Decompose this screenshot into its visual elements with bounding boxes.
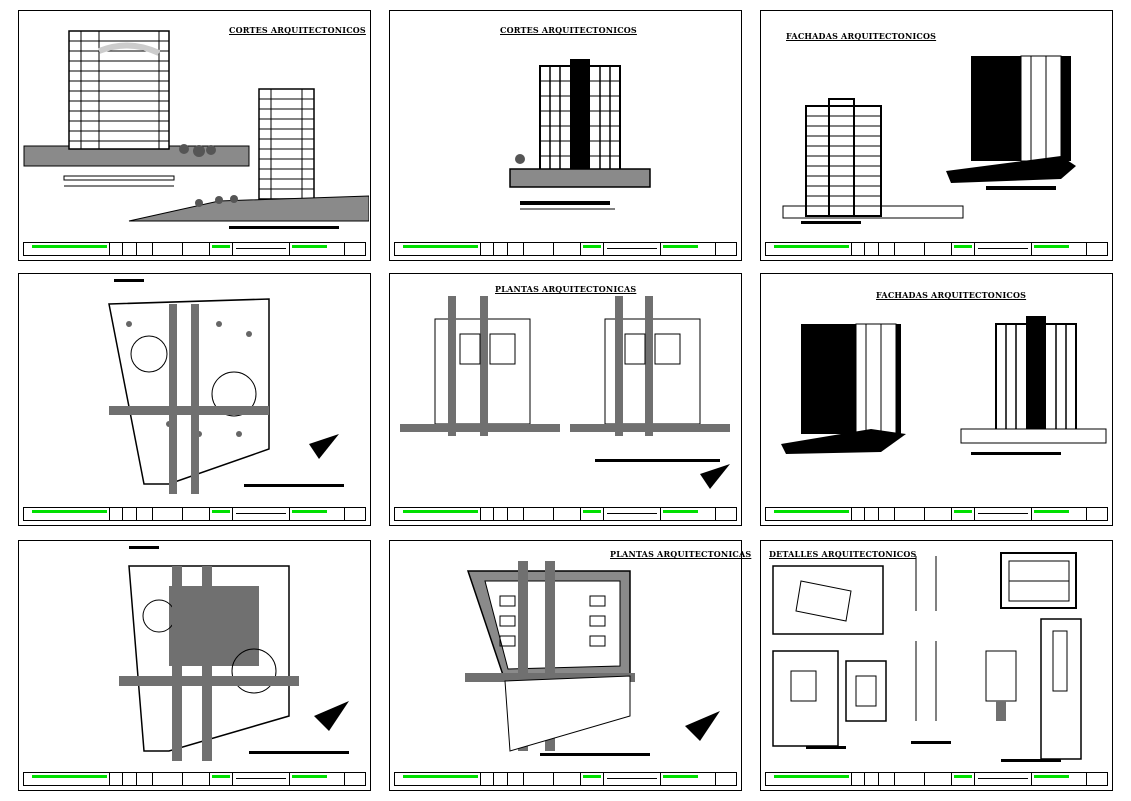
parking-plan-drawing bbox=[465, 561, 720, 756]
section-drawing bbox=[23, 30, 369, 229]
sheet-fachadas-2: FACHADAS ARQUITECTONICOS bbox=[760, 273, 1113, 526]
title-block bbox=[394, 507, 737, 521]
sheet-fachadas-1: FACHADAS ARQUITECTONICOS bbox=[760, 10, 1113, 261]
site-plan-drawing bbox=[108, 279, 344, 494]
title-block bbox=[23, 772, 366, 786]
facade-drawing bbox=[782, 55, 1076, 224]
sheet-title: FACHADAS ARQUITECTONICOS bbox=[876, 290, 1027, 300]
sheet-title: PLANTAS ARQUITECTONICAS bbox=[495, 284, 637, 294]
sheet-plantas-1: PLANTAS ARQUITECTONICAS bbox=[389, 273, 742, 526]
sheet-site-plan-1 bbox=[18, 273, 371, 526]
title-block bbox=[765, 242, 1108, 256]
title-block bbox=[765, 772, 1108, 786]
sheet-cortes-1: CORTES ARQUITECTONICOS bbox=[18, 10, 371, 261]
title-block bbox=[394, 772, 737, 786]
title-block bbox=[765, 507, 1108, 521]
sheet-title: CORTES ARQUITECTONICOS bbox=[500, 25, 637, 35]
sheet-plantas-2: PLANTAS ARQUITECTONICAS bbox=[389, 540, 751, 791]
sheet-title: FACHADAS ARQUITECTONICOS bbox=[786, 31, 937, 41]
sheet-cortes-2: CORTES ARQUITECTONICOS bbox=[389, 10, 742, 261]
details-drawing bbox=[772, 552, 1082, 762]
sheet-title: DETALLES ARQUITECTONICOS bbox=[769, 549, 917, 559]
site-plan-drawing bbox=[119, 546, 349, 761]
sheet-detalles: DETALLES ARQUITECTONICOS bbox=[760, 540, 1113, 791]
floor-plan-drawing bbox=[400, 296, 730, 489]
facade-drawing bbox=[781, 316, 1107, 455]
sheet-site-plan-2 bbox=[18, 540, 371, 791]
sheet-title: PLANTAS ARQUITECTONICAS bbox=[610, 549, 752, 559]
section-drawing bbox=[509, 59, 651, 210]
title-block bbox=[23, 242, 366, 256]
sheet-title: CORTES ARQUITECTONICOS bbox=[229, 25, 366, 35]
title-block bbox=[23, 507, 366, 521]
title-block bbox=[394, 242, 737, 256]
